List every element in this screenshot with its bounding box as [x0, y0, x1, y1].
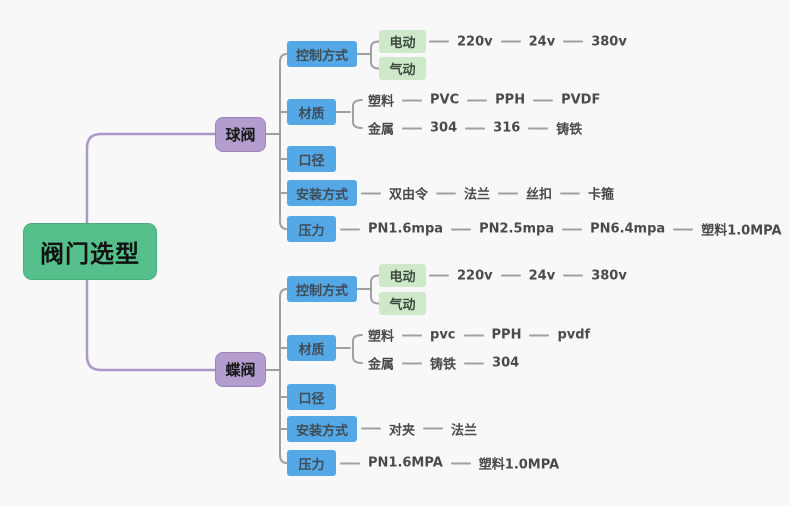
node-ball-pneumatic[interactable]: 气动	[379, 57, 426, 80]
leaf-material[interactable]: 铸铁	[556, 122, 583, 138]
node-ball-electric[interactable]: 电动	[379, 30, 426, 53]
leaf-material[interactable]: PVC	[430, 92, 460, 108]
connector-dash	[402, 334, 423, 336]
connector-dash	[464, 362, 485, 364]
leaf-pressure[interactable]: PN1.6MPA	[368, 455, 443, 471]
leaf-install[interactable]: 丝扣	[526, 187, 553, 203]
node-butterfly-diameter[interactable]: 口径	[287, 384, 336, 410]
leaf-row-ball-pressure: PN1.6mpa PN2.5mpa PN6.4mpa 塑料1.0MPA	[340, 220, 782, 239]
leaf-material[interactable]: 铸铁	[430, 357, 457, 373]
connector-dash	[500, 274, 521, 277]
node-butterfly-plastic[interactable]: 塑料	[368, 329, 395, 345]
connector-dash	[560, 192, 581, 194]
leaf-material[interactable]: 316	[493, 120, 521, 136]
leaf-install[interactable]: 法兰	[451, 423, 478, 438]
leaf-material[interactable]: pvc	[430, 327, 456, 343]
leaf-row-butterfly-pressure: PN1.6MPA 塑料1.0MPA	[340, 454, 559, 473]
connector-dash	[528, 127, 549, 129]
connector-dash	[429, 274, 449, 277]
connector-dash	[340, 462, 360, 464]
leaf-pressure[interactable]: PN2.5mpa	[479, 221, 555, 237]
node-butterfly-control-method[interactable]: 控制方式	[287, 276, 357, 302]
leaf-install[interactable]: 对夹	[389, 423, 416, 438]
connector-dash	[429, 40, 449, 43]
connector-dash	[498, 192, 519, 194]
connector-dash	[423, 427, 444, 430]
leaf-row-ball-metal: 金属 304 316 铸铁	[368, 119, 582, 138]
node-ball-diameter[interactable]: 口径	[287, 146, 336, 172]
connector-dash	[563, 274, 584, 277]
connector-butterfly-control-bracket	[370, 274, 380, 305]
node-butterfly-pneumatic[interactable]: 气动	[379, 292, 426, 315]
node-butterfly-pressure[interactable]: 压力	[287, 450, 336, 476]
connector-dash	[402, 127, 423, 129]
leaf-voltage[interactable]: 380v	[591, 34, 627, 49]
leaf-install[interactable]: 双由令	[389, 187, 429, 203]
node-ball-material[interactable]: 材质	[287, 99, 336, 125]
leaf-voltage[interactable]: 24v	[528, 34, 556, 49]
connector-butterfly-spine	[279, 288, 288, 464]
connector-dash	[340, 228, 360, 230]
node-butterfly-metal[interactable]: 金属	[368, 357, 395, 373]
leaf-row-butterfly-plastic: 塑料 pvc PPH pvdf	[368, 326, 590, 345]
connector-dash	[465, 127, 486, 129]
connector-ball-spine	[279, 53, 288, 230]
connector-dash	[402, 99, 423, 101]
connector-dash	[451, 228, 472, 230]
node-ball-metal[interactable]: 金属	[368, 122, 395, 138]
connector-dash	[673, 228, 694, 230]
leaf-row-butterfly-metal: 金属 铸铁 304	[368, 354, 519, 373]
node-ball-pressure[interactable]: 压力	[287, 216, 336, 242]
connector-dash	[361, 192, 381, 194]
connector-dash	[563, 40, 584, 43]
connector-root-to-ball-valve	[85, 132, 217, 225]
node-ball-install-method[interactable]: 安装方式	[287, 180, 357, 206]
connector-dash	[450, 462, 471, 464]
connector-ball-control-bracket	[370, 40, 380, 70]
leaf-install[interactable]: 卡箍	[588, 187, 615, 203]
node-ball-valve[interactable]: 球阀	[215, 117, 266, 152]
connector-dash	[361, 427, 381, 430]
connector-dash	[500, 40, 521, 43]
connector-dash	[463, 334, 484, 336]
leaf-pressure[interactable]: PN1.6mpa	[368, 221, 444, 237]
leaf-material[interactable]: 304	[492, 355, 520, 371]
node-butterfly-valve[interactable]: 蝶阀	[215, 352, 266, 387]
leaf-material[interactable]: PPH	[495, 92, 526, 108]
leaf-voltage[interactable]: 380v	[591, 268, 627, 283]
node-butterfly-install-method[interactable]: 安装方式	[287, 416, 357, 442]
leaf-voltage[interactable]: 24v	[528, 268, 556, 283]
leaf-row-ball-install: 双由令 法兰 丝扣 卡箍	[361, 184, 614, 203]
leaf-material[interactable]: 304	[430, 120, 458, 136]
connector-butterfly-material-bracket	[352, 334, 363, 364]
connector-dash	[529, 334, 550, 336]
leaf-row-butterfly-install: 对夹 法兰	[361, 419, 477, 438]
leaf-material[interactable]: PPH	[491, 327, 522, 343]
connector-dash	[436, 192, 457, 194]
leaf-material[interactable]: pvdf	[557, 327, 591, 343]
leaf-voltage[interactable]: 220v	[457, 268, 493, 283]
leaf-pressure[interactable]: PN6.4mpa	[590, 221, 666, 237]
node-butterfly-material[interactable]: 材质	[287, 335, 336, 361]
leaf-row-butterfly-electric-voltages: 220v 24v 380v	[429, 268, 627, 283]
connector-dash	[533, 99, 554, 101]
leaf-voltage[interactable]: 220v	[457, 34, 493, 49]
leaf-pressure[interactable]: 塑料1.0MPA	[478, 457, 560, 473]
leaf-pressure[interactable]: 塑料1.0MPA	[701, 223, 782, 239]
leaf-row-ball-electric-voltages: 220v 24v 380v	[429, 34, 627, 49]
connector-ball-material-bracket	[352, 99, 363, 129]
leaf-install[interactable]: 法兰	[464, 187, 491, 203]
connector-dash	[402, 362, 423, 364]
node-root-valve-selection[interactable]: 阀门选型	[23, 223, 157, 280]
node-ball-plastic[interactable]: 塑料	[368, 94, 395, 110]
node-butterfly-electric[interactable]: 电动	[379, 264, 426, 287]
node-ball-control-method[interactable]: 控制方式	[287, 41, 357, 67]
leaf-row-ball-plastic: 塑料 PVC PPH PVDF	[368, 91, 600, 110]
leaf-material[interactable]: PVDF	[561, 92, 601, 108]
connector-root-to-butterfly-valve	[85, 278, 217, 372]
connector-dash	[467, 99, 488, 101]
connector-dash	[562, 228, 583, 230]
